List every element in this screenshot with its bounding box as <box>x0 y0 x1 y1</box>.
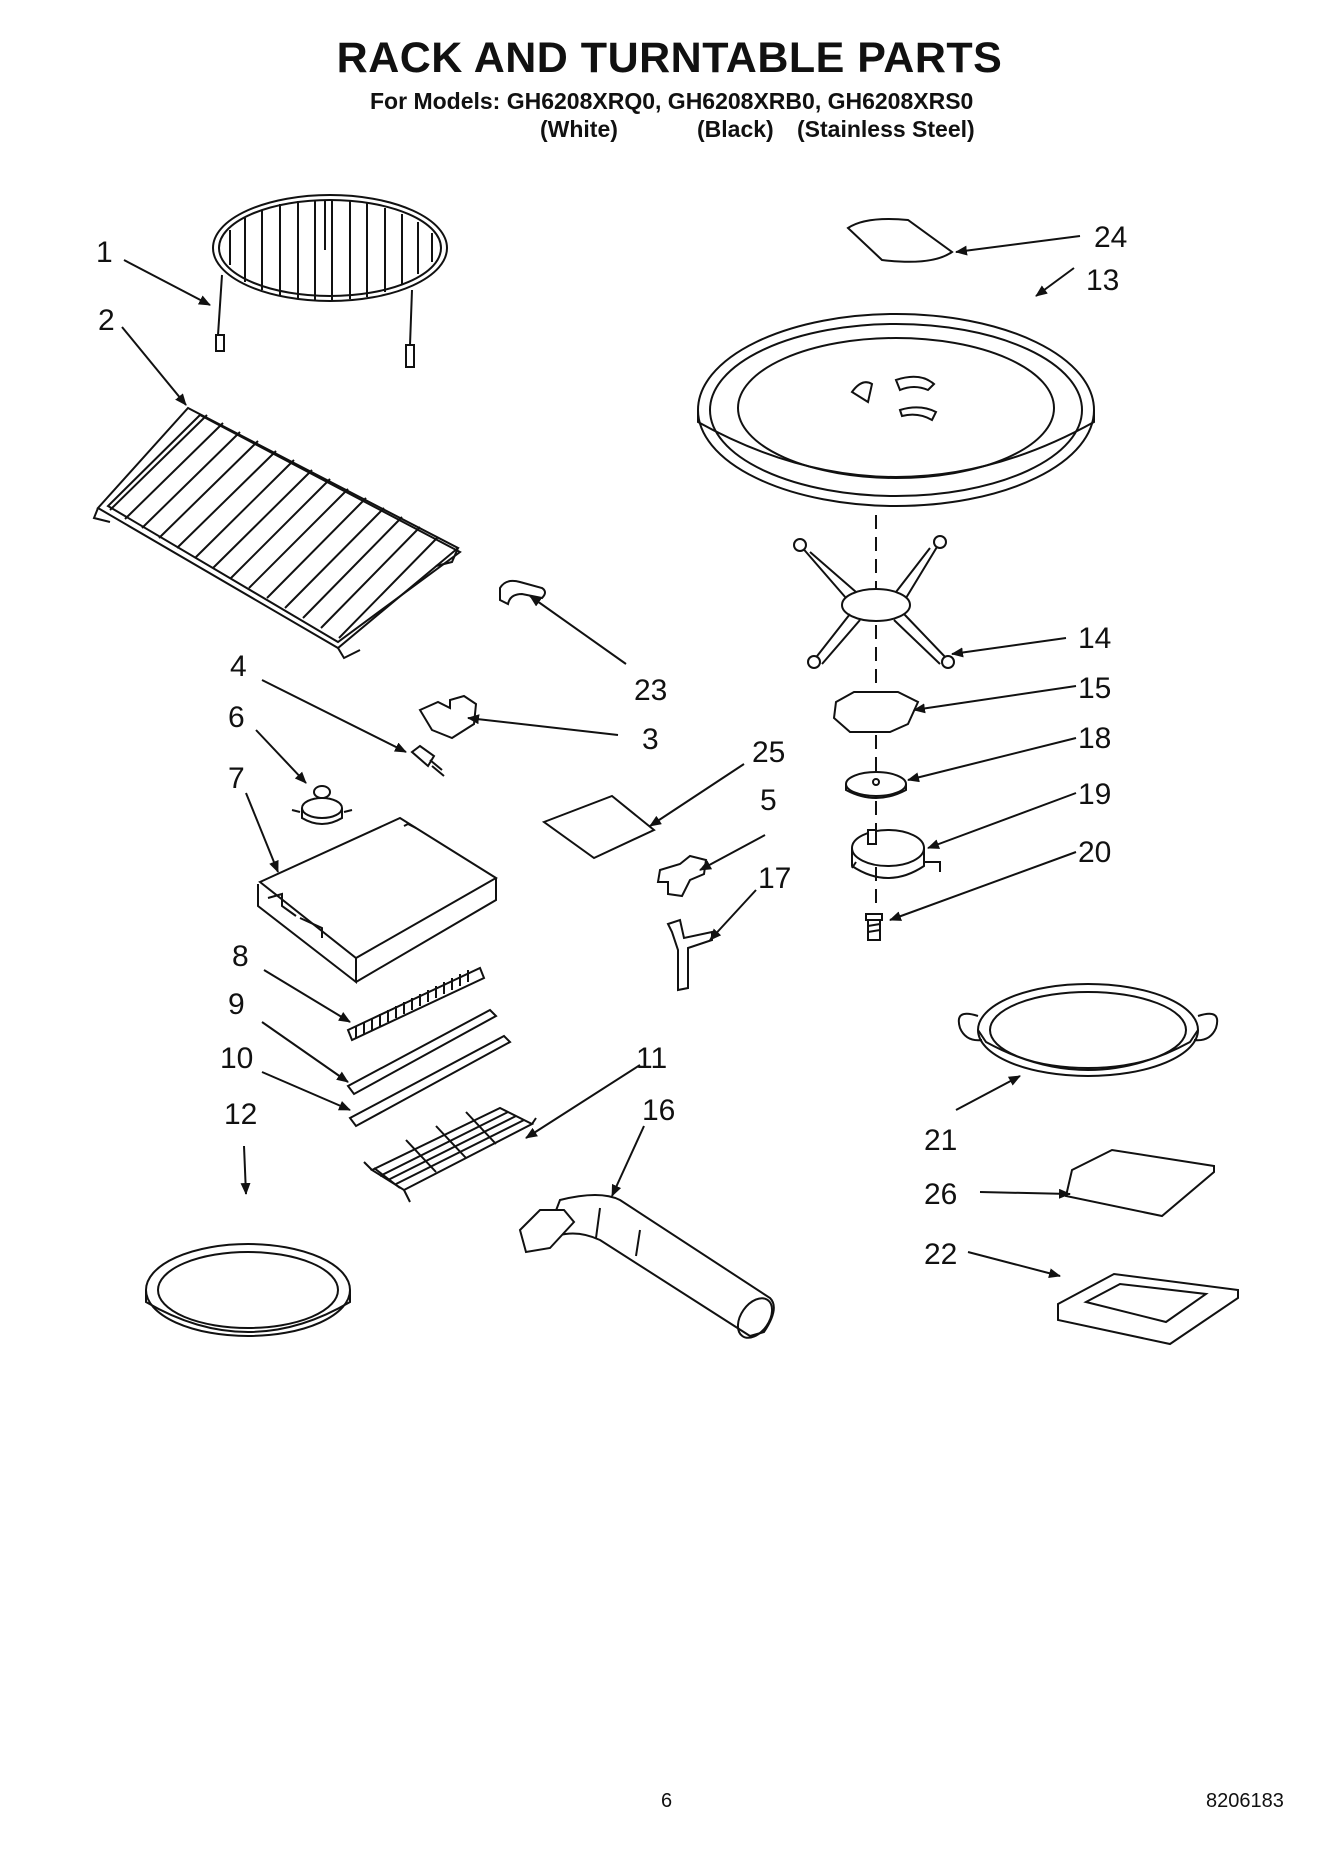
crisper-pan-part-12 <box>145 1243 351 1337</box>
variant-stainless: (Stainless Steel) <box>797 116 975 142</box>
callout-11: 11 <box>636 1042 667 1075</box>
screw-part-20 <box>865 913 883 941</box>
callout-19: 19 <box>1078 778 1111 811</box>
callout-9: 9 <box>228 988 245 1021</box>
callout-21: 21 <box>924 1124 957 1157</box>
callout-25: 25 <box>752 736 785 769</box>
callout-2: 2 <box>98 304 115 337</box>
round-rack-part <box>212 194 448 368</box>
document-number: 8206183 <box>1206 1790 1284 1812</box>
variant-white: (White) <box>540 116 618 142</box>
callout-1: 1 <box>96 236 113 269</box>
models-line: For Models: GH6208XRQ0, GH6208XRB0, GH62… <box>370 88 974 114</box>
callout-10: 10 <box>220 1042 253 1075</box>
waveguide-cover-part-24 <box>846 218 954 263</box>
callout-6: 6 <box>228 701 245 734</box>
callout-18: 18 <box>1078 722 1111 755</box>
callout-15: 15 <box>1078 672 1111 705</box>
heater-rod-part-9 <box>346 1008 498 1096</box>
callout-3: 3 <box>642 723 659 756</box>
handle-part-16 <box>518 1194 775 1339</box>
clip-part-23 <box>499 579 546 606</box>
turntable-tray-part-13 <box>697 313 1095 507</box>
thermostat-part-6 <box>291 785 353 825</box>
coupler-part-15 <box>832 691 920 733</box>
heater-rod-part-10 <box>348 1034 512 1128</box>
callout-22: 22 <box>924 1238 957 1271</box>
latch-part-5 <box>656 854 708 898</box>
callout-20: 20 <box>1078 836 1111 869</box>
rectangular-rack-part <box>92 406 462 660</box>
callout-7: 7 <box>228 762 245 795</box>
page-number: 6 <box>661 1790 673 1812</box>
heater-cover-part-7 <box>257 816 498 985</box>
callout-12: 12 <box>224 1098 257 1131</box>
variant-black: (Black) <box>697 116 774 142</box>
roller-support-part-14 <box>793 535 955 669</box>
bracket-part-17 <box>666 918 713 992</box>
callout-24: 24 <box>1094 221 1127 254</box>
bracket-part-3 <box>418 694 478 740</box>
page-title: RACK AND TURNTABLE PARTS <box>336 34 1003 82</box>
callout-13: 13 <box>1086 264 1119 297</box>
callout-5: 5 <box>760 784 777 817</box>
heater-element-part-8 <box>346 966 486 1042</box>
washer-part-18 <box>845 771 907 799</box>
callout-14: 14 <box>1078 622 1111 655</box>
frame-part-22 <box>1057 1272 1239 1346</box>
callout-26: 26 <box>924 1178 957 1211</box>
callout-8: 8 <box>232 940 249 973</box>
pad-part-26 <box>1064 1148 1215 1218</box>
fuse-part-4 <box>410 744 445 777</box>
grille-part-11 <box>363 1106 537 1203</box>
callout-16: 16 <box>642 1094 675 1127</box>
shield-plate-part-25 <box>541 794 656 860</box>
callout-23: 23 <box>634 674 667 707</box>
callout-4: 4 <box>230 650 247 683</box>
callout-17: 17 <box>758 862 791 895</box>
turntable-motor-part-19 <box>851 829 941 879</box>
crisp-dish-part-21 <box>957 983 1219 1077</box>
